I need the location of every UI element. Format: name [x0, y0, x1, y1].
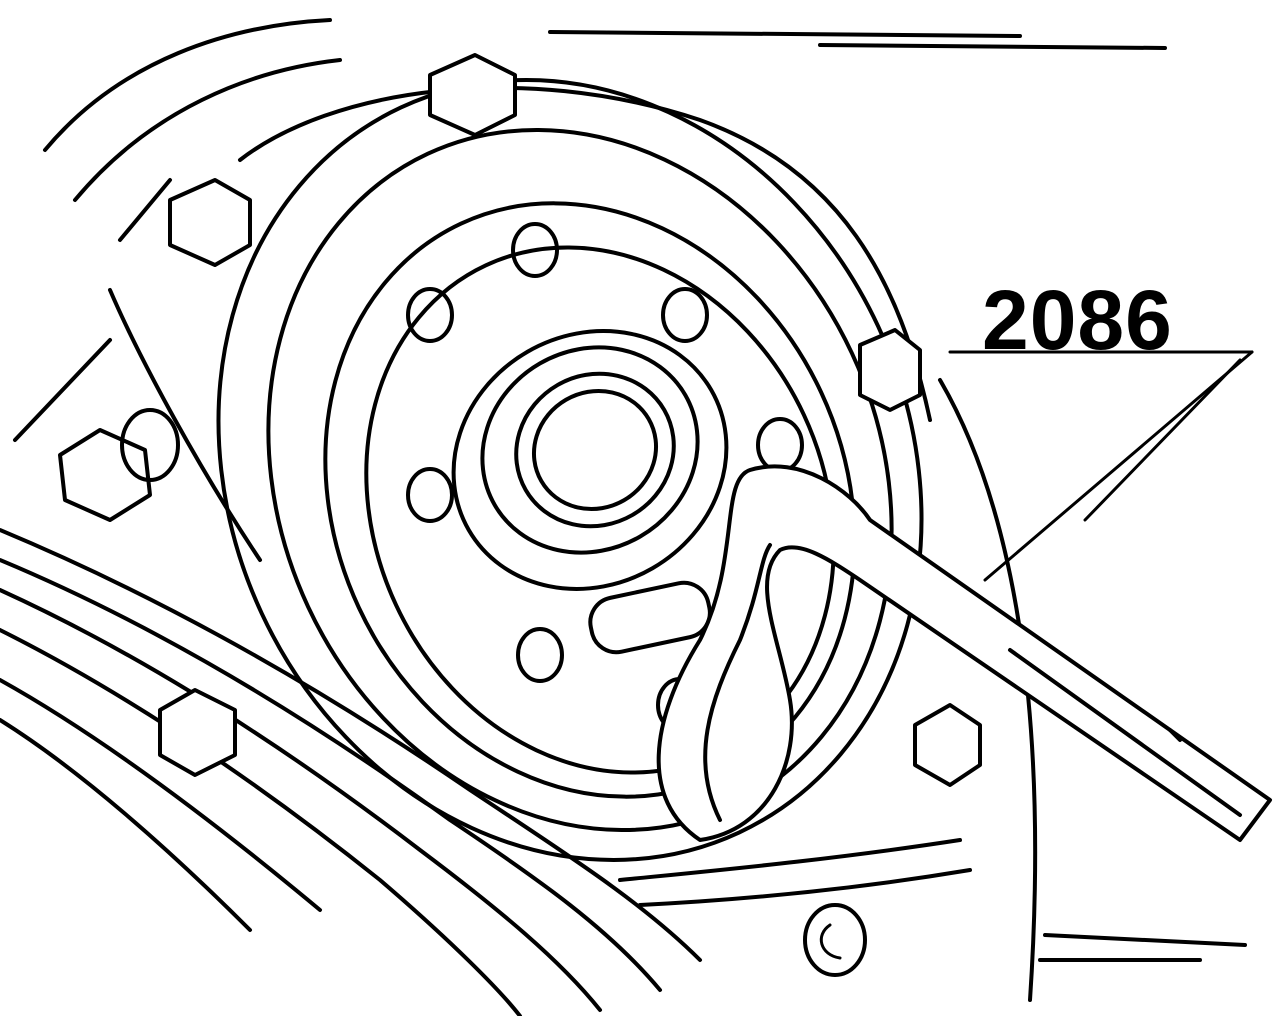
hex-bolts: [58, 53, 982, 977]
crankshaft-hub: [451, 329, 729, 591]
seal-carrier-flange: [216, 78, 924, 862]
part-number-label: 2086: [982, 273, 1173, 367]
seal-extractor-tool-2086: [588, 464, 1272, 842]
callout-leader: [948, 350, 1254, 582]
